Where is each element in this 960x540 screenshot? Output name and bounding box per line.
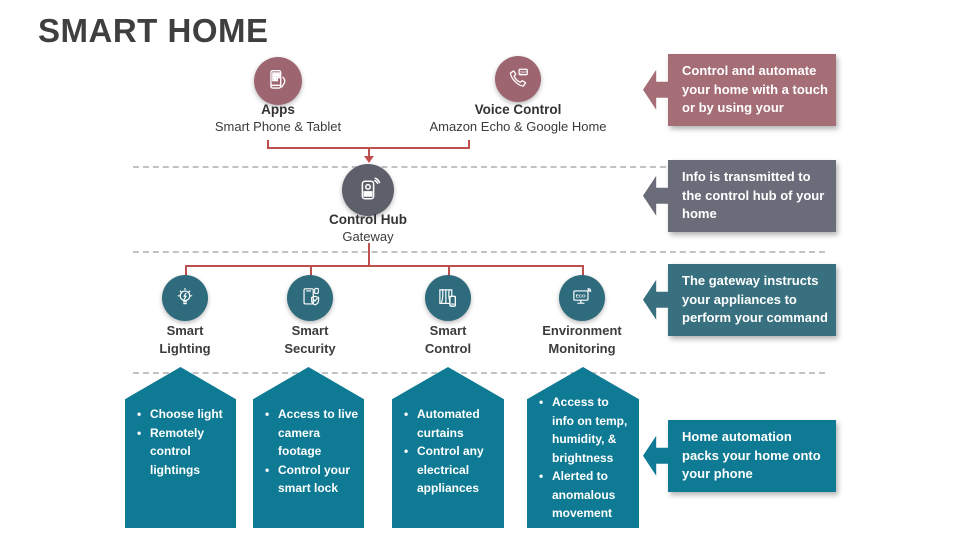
bullet-text: Alerted to anomalous movement bbox=[552, 469, 616, 520]
bullet-marker: • bbox=[539, 469, 544, 483]
smart-security-node bbox=[287, 275, 333, 321]
voice-label-sub: Amazon Echo & Google Home bbox=[429, 119, 607, 134]
bullet-item: • Remotely control lightings bbox=[137, 424, 231, 480]
bullet-item: • Control your smart lock bbox=[265, 461, 359, 498]
bullet-text: Automated curtains bbox=[417, 407, 480, 440]
voice-control-node: 24/7 bbox=[495, 56, 541, 102]
gateway-device-icon bbox=[353, 175, 383, 205]
bullet-item: • Control any electrical appliances bbox=[404, 442, 499, 498]
smart-security-label: Smart Security bbox=[284, 323, 336, 356]
bullet-marker: • bbox=[404, 444, 409, 458]
connector-line bbox=[310, 265, 312, 277]
connector-line bbox=[468, 140, 470, 148]
bullet-item: • Alerted to anomalous movement bbox=[539, 467, 634, 523]
smart-security-details: • Access to live camera footage • Control … bbox=[253, 367, 364, 528]
callout-text: Info is transmitted to the control hub o… bbox=[668, 160, 836, 232]
callout-text: Control and automate your home with a to… bbox=[668, 54, 836, 126]
bullet-text: Access to info on temp, humidity, & brig… bbox=[552, 395, 628, 465]
bullet-marker: • bbox=[265, 407, 270, 421]
callout-text: The gateway instructs your appliances to… bbox=[668, 264, 836, 336]
bullet-item: • Choose light bbox=[137, 405, 231, 424]
connector-line bbox=[185, 265, 583, 267]
apps-label-sub: Smart Phone & Tablet bbox=[214, 119, 342, 134]
connector-line bbox=[185, 265, 187, 277]
callout-automation: Home automation packs your home onto you… bbox=[643, 420, 836, 492]
bullet-marker: • bbox=[137, 425, 142, 440]
bullet-text: Control any electrical appliances bbox=[417, 444, 484, 495]
dashed-divider-1 bbox=[133, 166, 825, 168]
bullet-text: Access to live camera footage bbox=[278, 407, 359, 458]
apps-label-title: Apps bbox=[261, 102, 295, 117]
environment-monitoring-node: ECO bbox=[559, 275, 605, 321]
voice-badge-text: 24/7 bbox=[520, 70, 527, 74]
smartphone-apps-icon bbox=[265, 68, 291, 94]
smart-lighting-label: Smart Lighting bbox=[159, 323, 211, 356]
phone-handset-icon: 24/7 bbox=[505, 66, 531, 92]
dashed-divider-3 bbox=[133, 372, 825, 374]
bullet-text: Remotely control lightings bbox=[150, 425, 205, 477]
apps-node bbox=[254, 57, 302, 105]
bullet-text: Choose light bbox=[150, 407, 223, 421]
connector-line bbox=[368, 243, 370, 266]
connector-arrowhead bbox=[364, 156, 374, 163]
environment-monitoring-details: • Access to info on temp, humidity, & bri… bbox=[527, 367, 639, 528]
smart-lighting-node bbox=[162, 275, 208, 321]
bullet-text: Control your smart lock bbox=[278, 462, 350, 496]
smart-control-label: Smart Control bbox=[424, 323, 472, 356]
eco-text: ECO bbox=[576, 294, 586, 299]
bullet-item: • Access to info on temp, humidity, & bri… bbox=[539, 393, 634, 467]
phone-shield-icon bbox=[297, 285, 323, 311]
bullet-marker: • bbox=[404, 407, 409, 421]
environment-monitoring-label: Environment Monitoring bbox=[542, 323, 622, 356]
connector-line bbox=[448, 265, 450, 277]
page-title: SMART HOME bbox=[38, 12, 269, 49]
voice-control-label: Voice Control Amazon Echo & Google Home bbox=[408, 101, 628, 135]
callout-hub: Info is transmitted to the control hub o… bbox=[643, 160, 836, 232]
callout-text: Home automation packs your home onto you… bbox=[668, 420, 836, 492]
lightbulb-icon bbox=[172, 285, 198, 311]
smart-control-details: • Automated curtains • Control any electri… bbox=[392, 367, 504, 528]
smart-control-node bbox=[425, 275, 471, 321]
curtain-phone-icon bbox=[435, 285, 461, 311]
apps-label: Apps Smart Phone & Tablet bbox=[178, 101, 378, 135]
connector-line bbox=[368, 147, 370, 157]
smart-lighting-details: • Choose light • Remotely control lighting… bbox=[125, 367, 236, 528]
bullet-item: • Automated curtains bbox=[404, 405, 499, 442]
bullet-marker: • bbox=[265, 462, 270, 477]
dashed-divider-2 bbox=[133, 251, 825, 253]
callout-gateway: The gateway instructs your appliances to… bbox=[643, 264, 836, 336]
control-hub-node bbox=[342, 164, 394, 216]
hub-label-sub: Gateway bbox=[342, 229, 394, 244]
bullet-marker: • bbox=[137, 407, 142, 421]
hub-label-title: Control Hub bbox=[329, 212, 407, 227]
monitor-eco-icon: ECO bbox=[569, 285, 595, 311]
connector-line bbox=[267, 140, 269, 148]
bullet-marker: • bbox=[539, 395, 544, 409]
control-hub-label: Control Hub Gateway bbox=[298, 211, 438, 245]
bullet-item: • Access to live camera footage bbox=[265, 405, 359, 461]
connector-line bbox=[582, 265, 584, 277]
voice-label-title: Voice Control bbox=[474, 102, 562, 117]
callout-apps: Control and automate your home with a to… bbox=[643, 54, 836, 126]
